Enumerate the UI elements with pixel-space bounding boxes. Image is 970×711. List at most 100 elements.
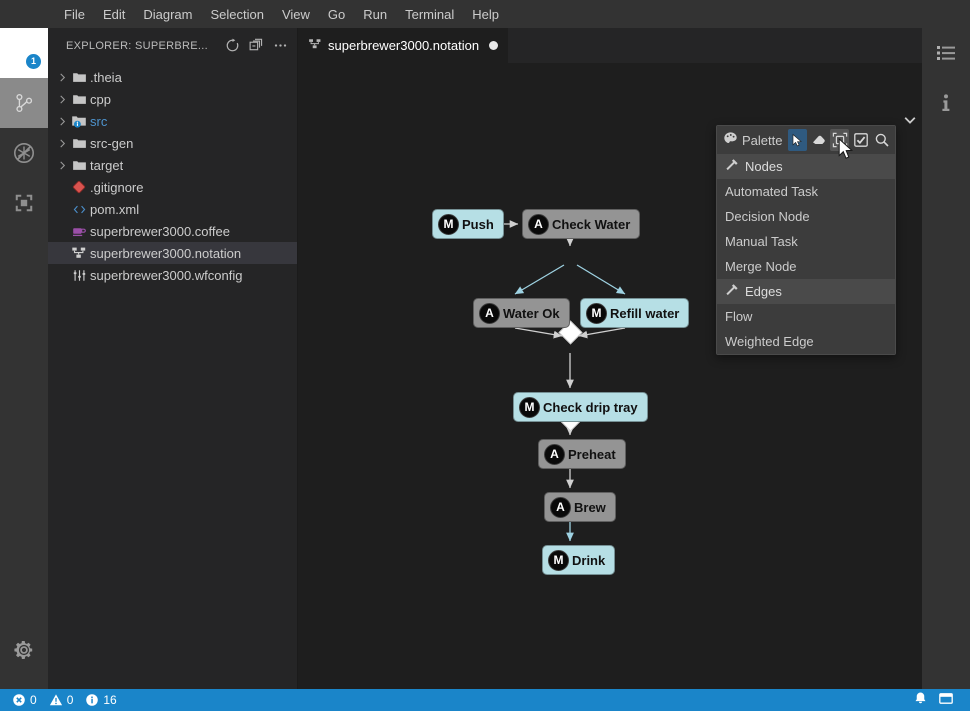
menu-run[interactable]: Run — [363, 6, 388, 22]
palette-group-edges[interactable]: Edges — [717, 279, 895, 304]
eraser-tool-icon[interactable] — [809, 129, 828, 151]
tree-row-src-gen[interactable]: src-gen — [48, 132, 297, 154]
status-right-group — [913, 691, 962, 709]
git-icon — [70, 180, 88, 194]
chevron-right-icon[interactable] — [54, 113, 70, 129]
menu-view[interactable]: View — [281, 6, 310, 22]
tab-dirty-indicator[interactable] — [489, 41, 499, 50]
notifications-bell-icon[interactable] — [913, 691, 928, 709]
ellipsis-glyph — [274, 44, 286, 47]
file-tree: .theia cpp — [48, 63, 297, 286]
diagram-palette: Palette — [716, 117, 916, 355]
folder-icon — [70, 92, 88, 107]
warning-icon — [49, 694, 62, 706]
node-check-drip-tray[interactable]: M Check drip tray — [513, 392, 648, 422]
tree-label: .gitignore — [90, 179, 144, 195]
status-warnings[interactable]: 0 — [45, 689, 78, 711]
xml-code-icon — [70, 202, 88, 217]
activity-item-settings[interactable] — [0, 625, 48, 675]
tree-label: .theia — [90, 69, 122, 85]
tree-row-src[interactable]: src — [48, 110, 297, 132]
menu-edit[interactable]: Edit — [102, 6, 126, 22]
diagram-canvas[interactable]: M Push A Check Water A Water Ok M Refill… — [298, 63, 922, 693]
node-push[interactable]: M Push — [432, 209, 504, 239]
node-preheat[interactable]: A Preheat — [538, 439, 626, 469]
fit-to-screen-icon[interactable] — [830, 129, 850, 151]
chevron-right-icon[interactable] — [54, 135, 70, 151]
node-refill-water[interactable]: M Refill water — [580, 298, 690, 328]
refresh-icon[interactable] — [221, 35, 243, 57]
tree-spacer — [54, 179, 70, 195]
menu-file[interactable]: File — [64, 6, 85, 22]
tree-label: cpp — [90, 91, 111, 107]
menu-go[interactable]: Go — [327, 6, 346, 22]
tree-spacer — [54, 201, 70, 217]
node-label: Check Water — [552, 216, 631, 232]
tab-superbrewer3000-notation[interactable]: superbrewer3000.notation — [298, 28, 510, 63]
node-label: Check drip tray — [543, 399, 638, 415]
tree-row-target[interactable]: target — [48, 154, 297, 176]
activity-item-extensions[interactable] — [0, 178, 48, 228]
tab-bar-empty-space — [509, 28, 922, 63]
folder-icon — [70, 136, 88, 151]
status-problems[interactable]: 0 0 16 — [8, 689, 121, 711]
status-errors[interactable]: 0 — [8, 689, 41, 711]
palette-item-weighted-edge[interactable]: Weighted Edge — [717, 329, 895, 354]
tree-row-coffee[interactable]: superbrewer3000.coffee — [48, 220, 297, 242]
config-sliders-icon — [70, 268, 88, 283]
source-control-icon — [16, 93, 33, 113]
explorer-title: EXPLORER: SUPERBRE... — [66, 39, 209, 52]
chevron-down-icon[interactable] — [902, 112, 918, 131]
palette-item-manual-task[interactable]: Manual Task — [717, 229, 895, 254]
menu-bar: File Edit Diagram Selection View Go Run … — [0, 0, 970, 28]
search-icon[interactable] — [872, 129, 891, 151]
status-infos[interactable]: 16 — [81, 689, 120, 711]
right-item-outline[interactable] — [922, 28, 970, 78]
select-all-checkbox-icon[interactable] — [851, 129, 870, 151]
tree-row-theia[interactable]: .theia — [48, 66, 297, 88]
node-kind-badge: A — [528, 213, 549, 235]
diagram-icon — [70, 245, 88, 261]
tree-row-wfconfig[interactable]: superbrewer3000.wfconfig — [48, 264, 297, 286]
chevron-right-icon[interactable] — [54, 91, 70, 107]
activity-item-explorer[interactable]: 1 — [0, 28, 48, 78]
menu-selection[interactable]: Selection — [210, 6, 264, 22]
right-item-info[interactable] — [922, 78, 970, 128]
menu-diagram[interactable]: Diagram — [143, 6, 193, 22]
tree-row-cpp[interactable]: cpp — [48, 88, 297, 110]
tool-hammer-icon — [725, 158, 739, 175]
collapse-all-icon[interactable] — [245, 35, 267, 57]
diagram-icon — [308, 37, 322, 54]
palette-item-flow[interactable]: Flow — [717, 304, 895, 329]
activity-item-source-control[interactable] — [0, 78, 48, 128]
more-actions-icon[interactable] — [269, 35, 291, 57]
chevron-right-icon[interactable] — [54, 69, 70, 85]
editor-tab-bar: superbrewer3000.notation — [298, 28, 922, 63]
tree-row-pom-xml[interactable]: pom.xml — [48, 198, 297, 220]
palette-group-nodes[interactable]: Nodes — [717, 154, 895, 179]
tree-row-notation[interactable]: superbrewer3000.notation — [48, 242, 297, 264]
menu-help[interactable]: Help — [472, 6, 499, 22]
palette-item-label: Merge Node — [725, 259, 797, 274]
toggle-panel-icon[interactable] — [938, 691, 954, 709]
status-info-count: 16 — [103, 693, 117, 707]
node-brew[interactable]: A Brew — [544, 492, 616, 522]
palette-item-merge-node[interactable]: Merge Node — [717, 254, 895, 279]
pointer-tool-icon[interactable] — [788, 129, 808, 151]
tree-row-gitignore[interactable]: .gitignore — [48, 176, 297, 198]
palette-icon — [723, 131, 738, 149]
node-check-water[interactable]: A Check Water — [522, 209, 641, 239]
menu-terminal[interactable]: Terminal — [405, 6, 455, 22]
explorer-sidebar: EXPLORER: SUPERBRE... — [48, 28, 298, 693]
node-drink[interactable]: M Drink — [542, 545, 616, 575]
activity-item-debug[interactable] — [0, 128, 48, 178]
palette-item-decision-node[interactable]: Decision Node — [717, 204, 895, 229]
palette-item-automated-task[interactable]: Automated Task — [717, 179, 895, 204]
editor-area: superbrewer3000.notation — [298, 28, 922, 693]
node-water-ok[interactable]: A Water Ok — [473, 298, 570, 328]
explorer-badge: 1 — [26, 54, 41, 69]
node-kind-badge: M — [548, 549, 569, 571]
node-kind-badge: A — [550, 496, 571, 518]
tree-spacer — [54, 223, 70, 239]
chevron-right-icon[interactable] — [54, 157, 70, 173]
